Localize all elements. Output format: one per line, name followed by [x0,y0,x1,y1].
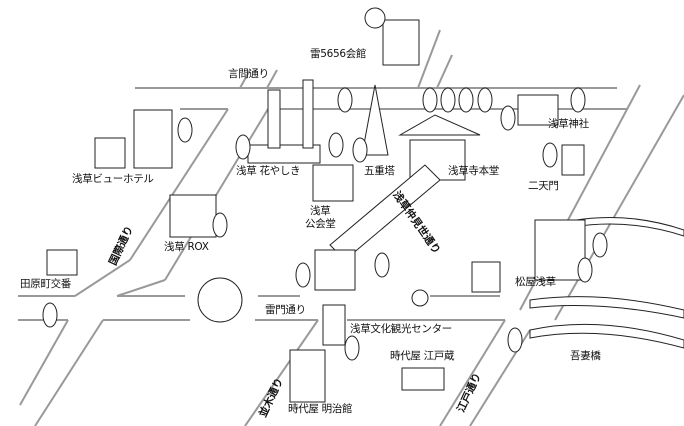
buildings [46,7,586,403]
label-asakusa-shrine: 浅草神社 [548,118,589,130]
view-hotel-building [133,109,173,169]
koban-building [46,249,78,276]
roads [18,29,684,426]
kaminarimon-gate [314,249,356,291]
pagoda [361,84,389,156]
kaminari-mascot [364,7,386,29]
rox-building [169,194,217,238]
meijikan-building [289,349,326,403]
label-hanayashiki: 浅草 花やしき [236,165,301,177]
label-kototoi-street: 言問通り [228,68,269,80]
label-azumabashi: 吾妻橋 [570,350,601,362]
label-kaminari-5656: 雷5656会館 [310,48,367,60]
trees [42,87,608,361]
label-jidaiya-meijikan: 時代屋 明治館 [288,403,353,415]
mikoshi-crowd [197,277,243,323]
label-rox: 浅草 ROX [164,241,209,253]
edokura-building [401,367,445,391]
rickshaw [411,289,429,307]
label-view-hotel: 浅草ビューホテル [72,173,154,185]
label-kokaido-1: 浅草 [310,205,331,217]
tourist-center-building [322,304,346,346]
label-jidaiya-edokura: 時代屋 江戸蔵 [390,350,455,362]
matsuya-building [534,219,586,281]
asakusa-shrine [517,94,559,126]
label-pagoda: 五重塔 [364,165,395,177]
label-kokaido-2: 公会堂 [305,218,336,230]
kokaido-building [312,164,354,202]
bee-tower [302,79,314,149]
nitenmon-gate [561,144,585,176]
shop-building [471,261,501,293]
wedding-couple [94,137,126,169]
label-nitenmon: 二天門 [528,180,559,192]
label-sensoji: 浅草寺本堂 [448,165,499,177]
label-tawaramachi-koban: 田原町交番 [20,278,71,290]
hanayashiki-tower [267,89,281,149]
label-kaminarimon-street: 雷門通り [265,304,306,316]
label-matsuya: 松屋浅草 [515,276,556,288]
kaminari-5656-building [382,19,420,66]
label-tourist-center: 浅草文化観光センター [350,323,452,335]
